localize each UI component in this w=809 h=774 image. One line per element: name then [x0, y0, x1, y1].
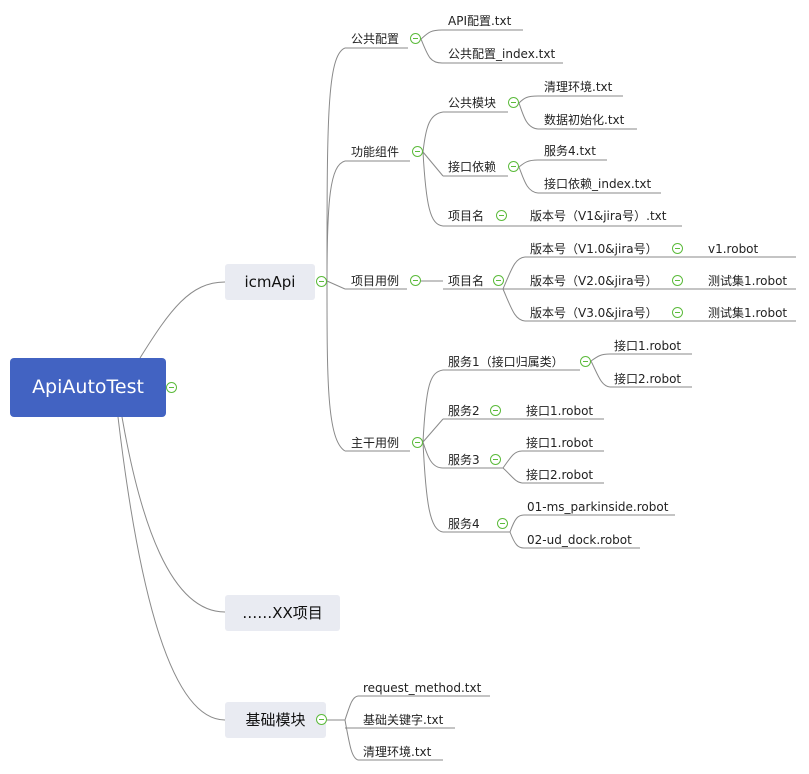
collapse-icon[interactable]: [508, 161, 519, 172]
file-node[interactable]: 公共配置_index.txt: [448, 47, 556, 61]
file-node[interactable]: 01-ms_parkinside.robot: [527, 500, 669, 514]
subtopic-project-name[interactable]: 项目名: [448, 274, 485, 288]
file-node[interactable]: request_method.txt: [363, 681, 482, 695]
collapse-icon[interactable]: [497, 518, 508, 529]
file-node[interactable]: API配置.txt: [448, 14, 512, 28]
collapse-icon[interactable]: [412, 146, 423, 157]
topic-base-module[interactable]: 基础模块: [225, 702, 326, 738]
file-node[interactable]: 接口2.robot: [526, 468, 594, 482]
collapse-icon[interactable]: [496, 210, 507, 221]
version-node[interactable]: 版本号（V2.0&jira号）: [530, 274, 658, 288]
collapse-icon[interactable]: [508, 97, 519, 108]
collapse-icon[interactable]: [490, 405, 501, 416]
file-node[interactable]: 接口1.robot: [614, 339, 682, 353]
topic-xx-project[interactable]: ……XX项目: [225, 595, 340, 631]
topic-icmapi[interactable]: icmApi: [225, 264, 315, 300]
subtopic-public-config[interactable]: 公共配置: [351, 32, 400, 46]
file-node[interactable]: 接口1.robot: [526, 404, 594, 418]
collapse-icon[interactable]: [672, 307, 683, 318]
file-node[interactable]: 接口依赖_index.txt: [544, 177, 652, 191]
service-node[interactable]: 服务3: [448, 453, 480, 467]
collapse-icon[interactable]: [166, 382, 177, 393]
subtopic-interface-dep[interactable]: 接口依赖: [448, 160, 497, 174]
root-topic[interactable]: ApiAutoTest: [10, 358, 166, 417]
subtopic-func-components[interactable]: 功能组件: [351, 145, 400, 159]
collapse-icon[interactable]: [490, 454, 501, 465]
collapse-icon[interactable]: [580, 356, 591, 367]
collapse-icon[interactable]: [316, 276, 327, 287]
collapse-icon[interactable]: [316, 714, 327, 725]
service-node[interactable]: 服务2: [448, 404, 480, 418]
service-node[interactable]: 服务1（接口归属类）: [448, 355, 564, 369]
version-node[interactable]: 版本号（V3.0&jira号）: [530, 306, 658, 320]
subtopic-public-module[interactable]: 公共模块: [448, 96, 497, 110]
file-node[interactable]: 清理环境.txt: [363, 745, 432, 759]
file-node[interactable]: 测试集1.robot: [708, 274, 788, 288]
collapse-icon[interactable]: [672, 243, 683, 254]
version-node[interactable]: 版本号（V1.0&jira号）: [530, 242, 658, 256]
collapse-icon[interactable]: [410, 33, 421, 44]
file-node[interactable]: 02-ud_dock.robot: [527, 533, 632, 547]
file-node[interactable]: 接口2.robot: [614, 372, 682, 386]
collapse-icon[interactable]: [672, 275, 683, 286]
file-node[interactable]: 基础关键字.txt: [363, 713, 444, 727]
file-node[interactable]: 版本号（V1&jira号）.txt: [530, 209, 667, 223]
collapse-icon[interactable]: [493, 275, 504, 286]
service-node[interactable]: 服务4: [448, 517, 480, 531]
file-node[interactable]: 清理环境.txt: [544, 80, 613, 94]
subtopic-trunk-cases[interactable]: 主干用例: [351, 436, 400, 450]
subtopic-project-name[interactable]: 项目名: [448, 209, 485, 223]
file-node[interactable]: 服务4.txt: [544, 144, 596, 158]
subtopic-project-cases[interactable]: 项目用例: [351, 274, 400, 288]
file-node[interactable]: 数据初始化.txt: [544, 113, 625, 127]
file-node[interactable]: v1.robot: [708, 242, 759, 256]
file-node[interactable]: 接口1.robot: [526, 436, 594, 450]
collapse-icon[interactable]: [410, 275, 421, 286]
collapse-icon[interactable]: [412, 437, 423, 448]
file-node[interactable]: 测试集1.robot: [708, 306, 788, 320]
